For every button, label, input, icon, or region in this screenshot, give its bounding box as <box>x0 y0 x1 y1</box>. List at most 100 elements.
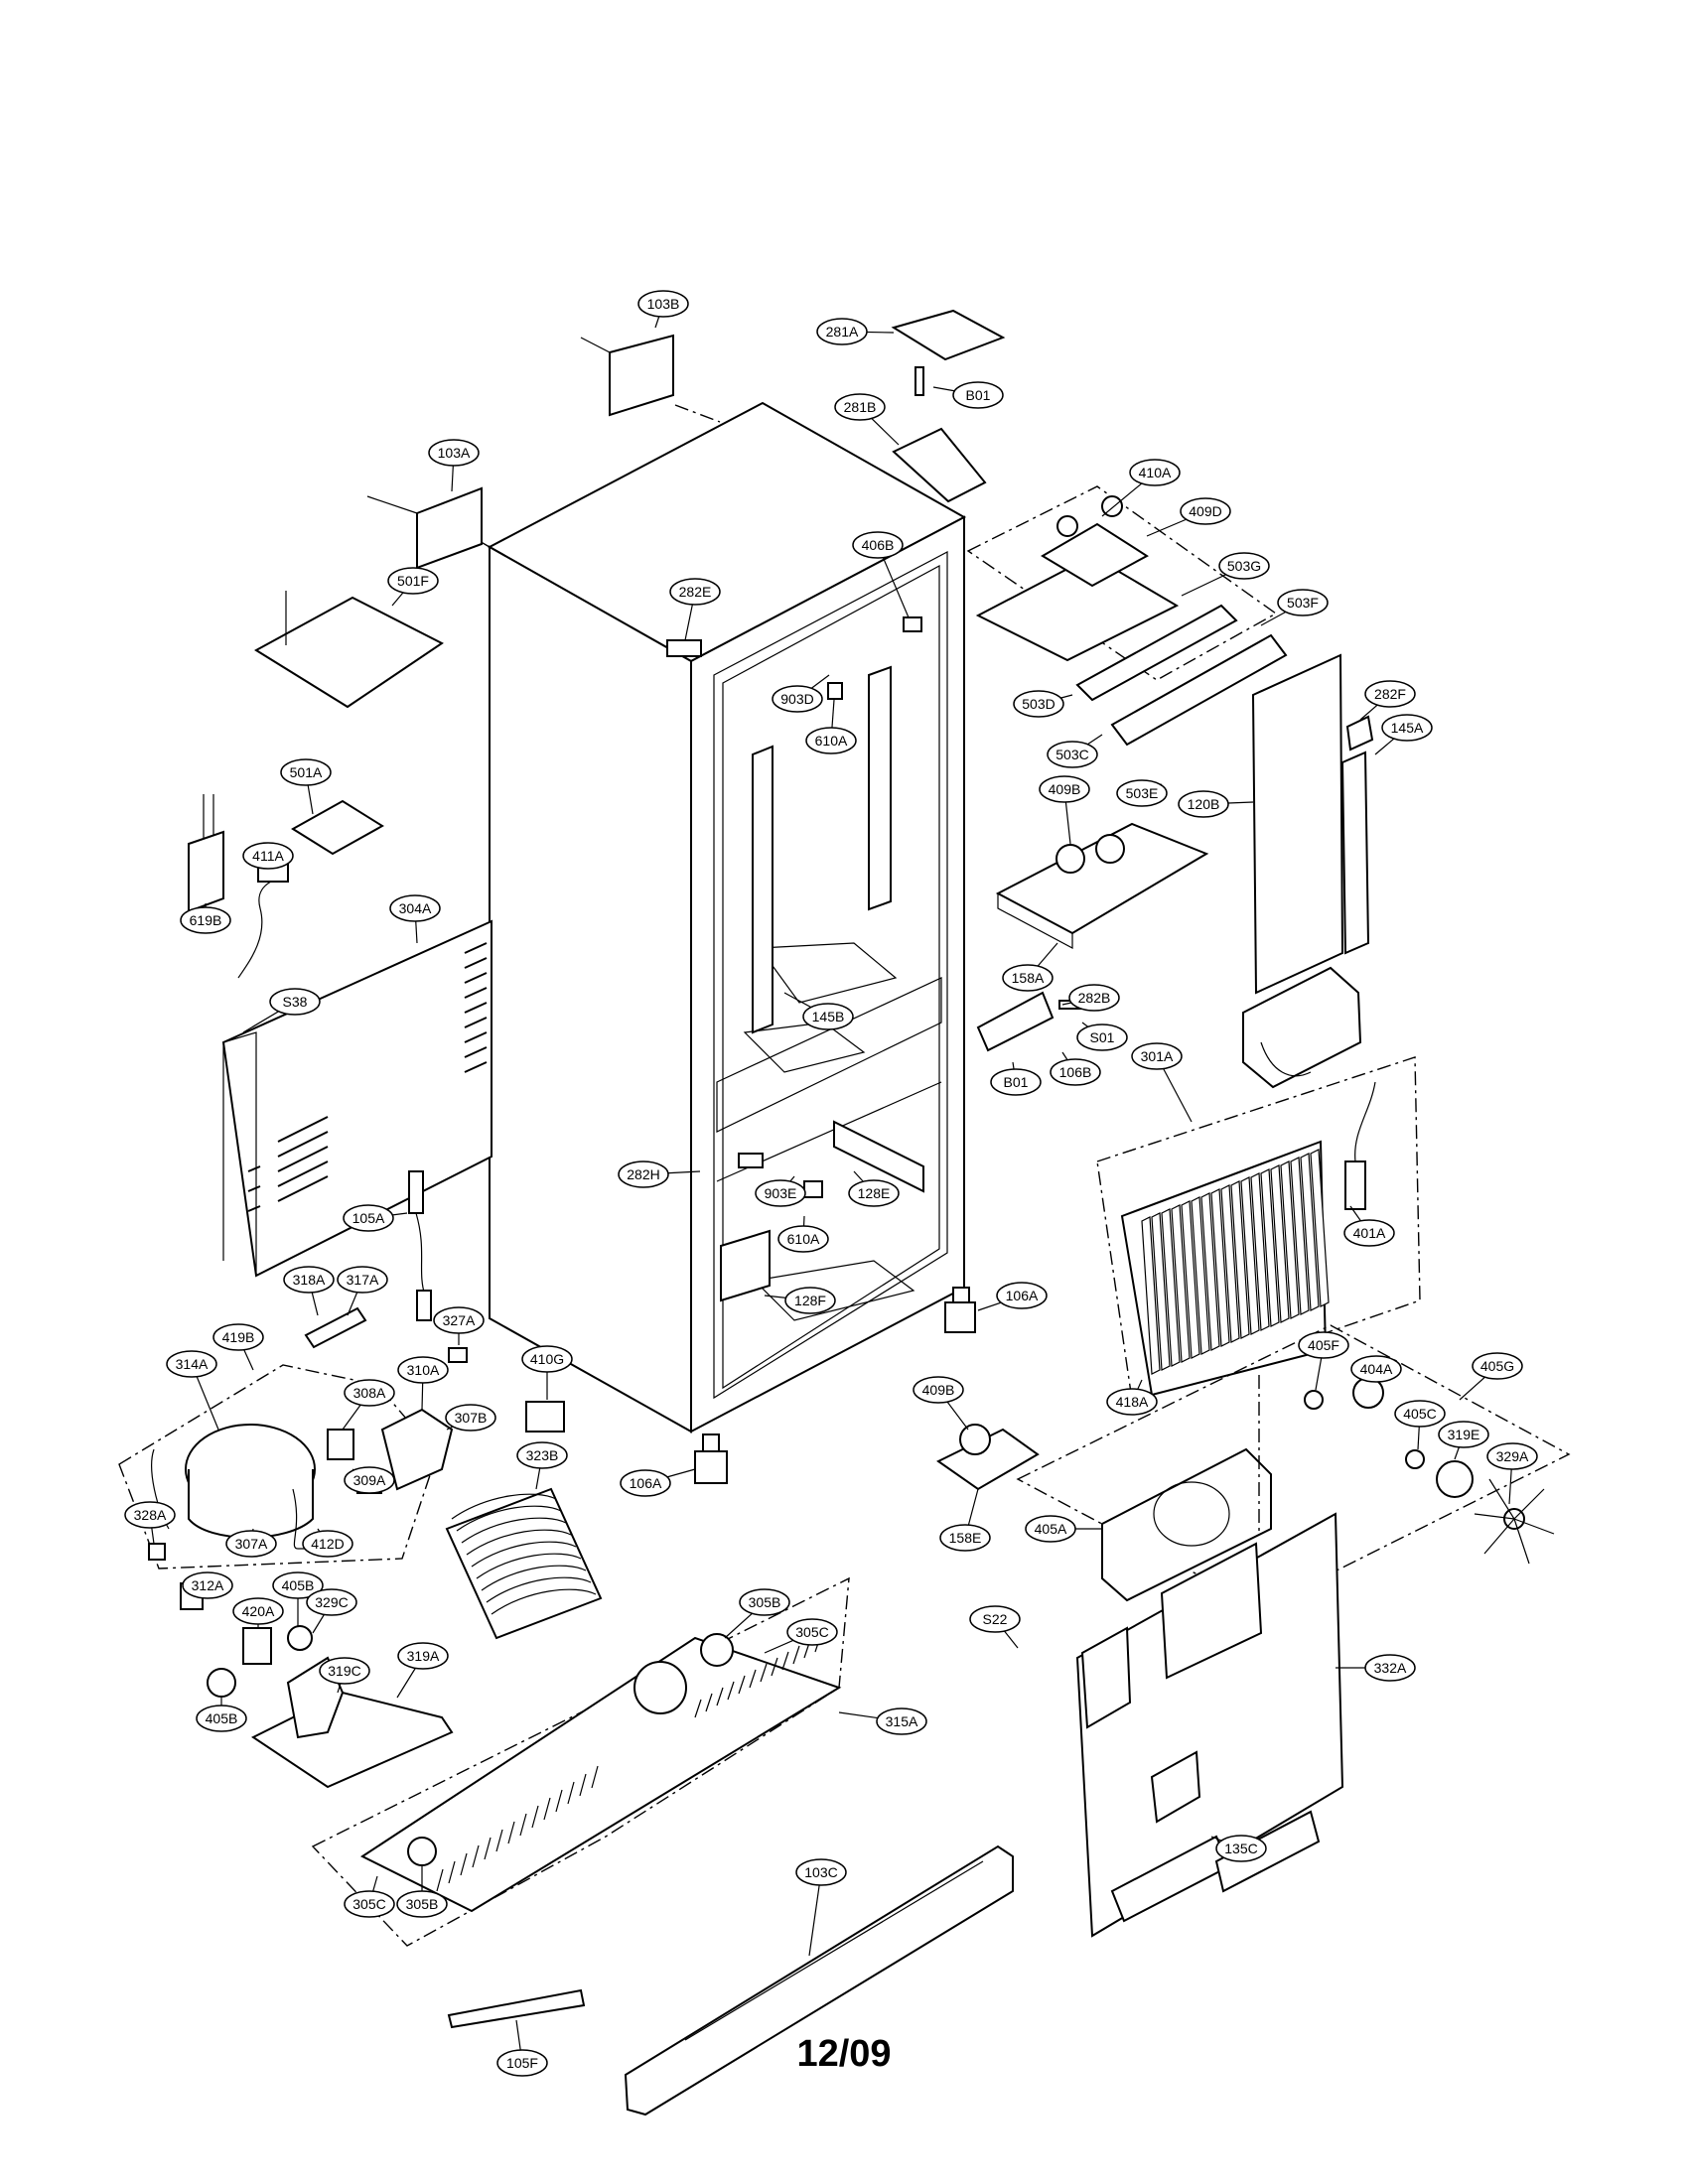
callout-oval <box>952 381 1004 409</box>
callout-503f: 503F <box>1260 589 1329 626</box>
callout-label: S01 <box>1090 1029 1115 1045</box>
base-vent-slot <box>771 1657 778 1677</box>
callout-label: 405C <box>1403 1406 1436 1422</box>
callout-oval <box>242 842 294 870</box>
rear-panel-332A <box>1075 1512 1344 1938</box>
callout-label: 309A <box>353 1472 386 1488</box>
evaporator-coil-323B <box>445 1487 603 1640</box>
callout-318a: 318A <box>283 1266 335 1316</box>
condenser-fin <box>1280 1160 1300 1319</box>
callout-label: 281B <box>844 399 877 415</box>
base-vent-slot <box>472 1844 480 1868</box>
callout-oval <box>1068 984 1120 1012</box>
callout-310a: 310A <box>397 1356 449 1411</box>
water-hose-105A <box>408 1170 432 1321</box>
callout-oval <box>1343 1219 1395 1247</box>
callout-oval <box>1394 1400 1446 1428</box>
callout-oval <box>1218 552 1270 580</box>
callout-501a: 501A <box>280 758 332 815</box>
callout-label: 412D <box>311 1536 344 1552</box>
callout-158a: 158A <box>1002 942 1058 992</box>
base-vent-slot <box>579 1773 587 1797</box>
callout-oval <box>433 1306 485 1334</box>
callout-158e: 158E <box>939 1488 991 1552</box>
callout-oval <box>389 894 441 922</box>
callout-405g: 405G <box>1459 1352 1523 1401</box>
callout-oval <box>1350 1355 1402 1383</box>
callout-oval <box>269 988 321 1016</box>
callout-oval <box>876 1707 927 1735</box>
callout-b01: B01 <box>932 381 1004 409</box>
callout-319a: 319A <box>396 1642 449 1699</box>
callout-label: 328A <box>134 1507 167 1523</box>
callout-label: 312A <box>192 1577 224 1593</box>
front-grille-103C <box>624 1844 1014 2116</box>
callout-label: 145B <box>812 1009 845 1024</box>
callout-oval <box>1472 1352 1523 1380</box>
callout-419b: 419B <box>212 1323 264 1371</box>
callout-405a: 405A <box>1025 1515 1102 1543</box>
callout-105f: 105F <box>496 2019 548 2077</box>
callout-305b: 305B <box>724 1588 790 1639</box>
callout-oval <box>1050 1058 1101 1086</box>
callout-label: 135C <box>1224 1841 1257 1856</box>
callout-oval <box>516 1441 568 1469</box>
callout-label: 105F <box>506 2055 538 2071</box>
callout-label: 103C <box>804 1864 837 1880</box>
callout-405b: 405B <box>196 1698 247 1732</box>
callout-label: 282E <box>679 584 712 600</box>
callout-label: 105A <box>352 1210 385 1226</box>
callout-319e: 319E <box>1438 1421 1489 1460</box>
callout-label: 281A <box>826 324 859 340</box>
callout-label: 305C <box>795 1624 828 1640</box>
callout-oval <box>196 1705 247 1732</box>
callout-409b: 409B <box>1039 775 1090 845</box>
callout-label: 610A <box>815 733 848 749</box>
callout-oval <box>755 1179 806 1207</box>
callout-label: B01 <box>1004 1074 1029 1090</box>
callout-s22: S22 <box>969 1605 1021 1649</box>
callout-oval <box>795 1858 847 1886</box>
condenser-fin <box>1310 1149 1330 1307</box>
callout-label: 405B <box>206 1710 238 1726</box>
coil-tube <box>456 1505 562 1532</box>
callout-oval <box>913 1376 964 1404</box>
condenser-fin <box>1290 1157 1310 1315</box>
callout-label: 411A <box>252 848 284 864</box>
callout-420a: 420A <box>232 1597 284 1628</box>
callout-oval <box>1129 459 1181 486</box>
callout-oval <box>396 1890 448 1918</box>
callout-label: 145A <box>1391 720 1424 736</box>
callout-oval <box>166 1350 217 1378</box>
callout-oval <box>344 1466 395 1494</box>
callout-oval <box>387 567 439 595</box>
callout-oval <box>343 1204 394 1232</box>
callout-128f: 128F <box>764 1287 836 1314</box>
base-vent-slot <box>484 1837 492 1860</box>
callout-503d: 503D <box>1013 690 1073 718</box>
callout-label: 501F <box>397 573 429 589</box>
callout-oval <box>848 1179 900 1207</box>
callout-281a: 281A <box>816 318 895 345</box>
callout-410a: 410A <box>1101 459 1181 517</box>
callout-oval <box>1180 497 1231 525</box>
callout-label: 401A <box>1353 1225 1386 1241</box>
callout-103b: 103B <box>637 290 689 329</box>
callout-label: 409B <box>922 1382 955 1398</box>
callout-oval <box>620 1469 671 1497</box>
callout-405f: 405F <box>1298 1331 1349 1391</box>
callout-label: 405B <box>282 1577 315 1593</box>
duct-120B <box>1242 653 1374 1089</box>
callout-b01: B01 <box>990 1061 1042 1096</box>
top-hinge-parts <box>891 309 1006 503</box>
coil-tube <box>486 1576 592 1603</box>
callout-oval <box>344 1379 395 1407</box>
base-vent-slot <box>591 1765 599 1789</box>
callout-label: 120B <box>1188 796 1220 812</box>
callout-315a: 315A <box>838 1707 927 1735</box>
condenser-fin <box>1200 1192 1220 1351</box>
callout-106a: 106A <box>977 1282 1048 1311</box>
callout-404a: 404A <box>1350 1355 1402 1383</box>
condenser-fin <box>1141 1216 1161 1375</box>
condenser-fin <box>1230 1180 1250 1339</box>
